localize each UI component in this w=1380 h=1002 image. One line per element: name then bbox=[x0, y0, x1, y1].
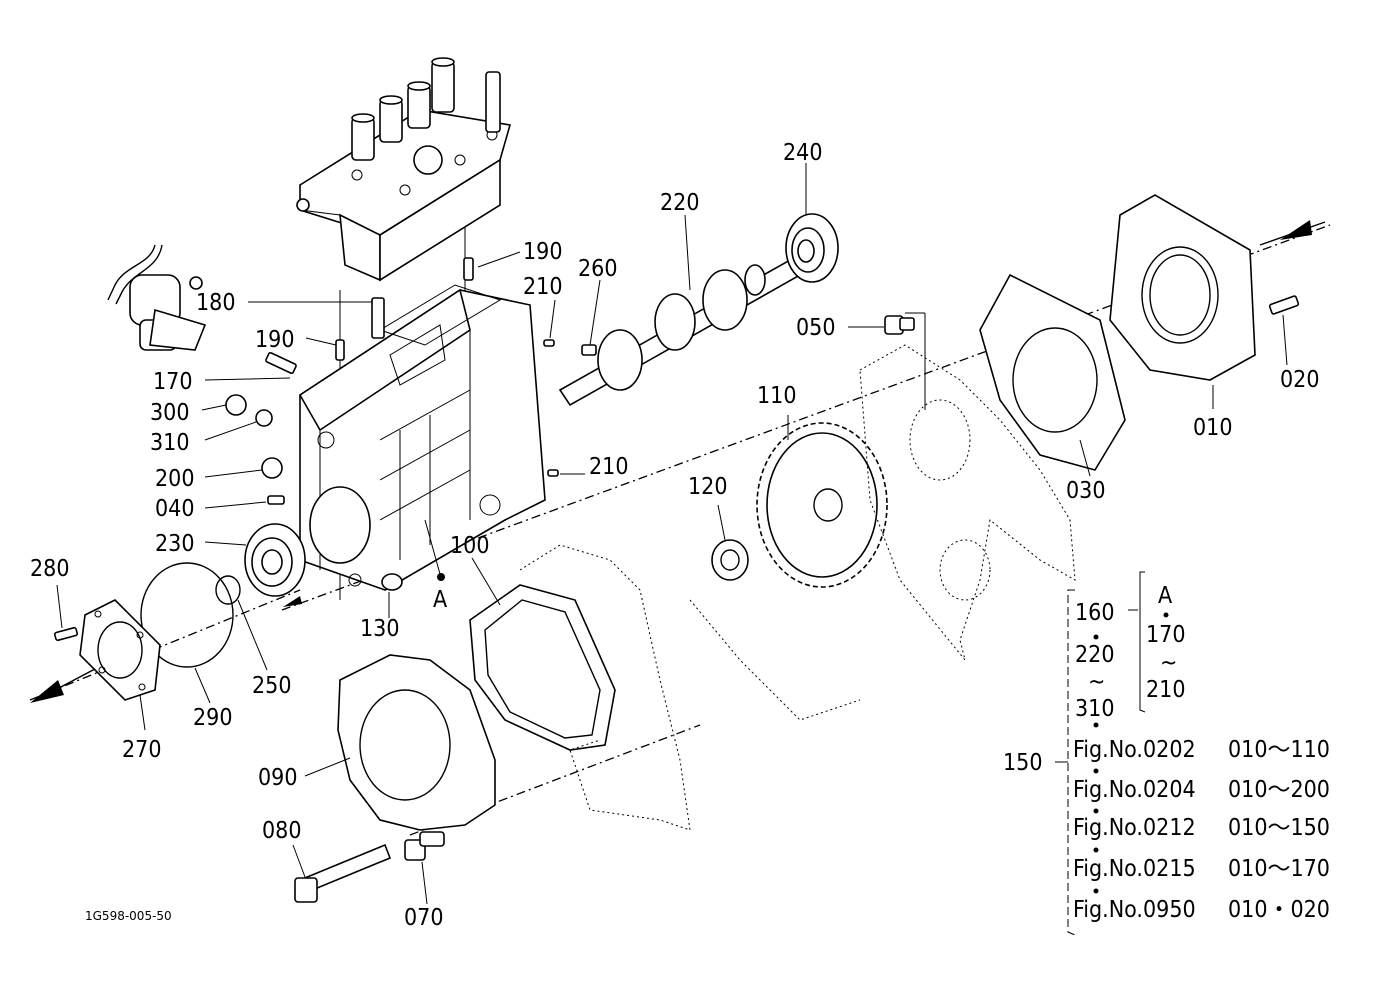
pin-190-b bbox=[335, 339, 345, 361]
legend-range-0204: 010～200 bbox=[1228, 777, 1330, 803]
legend-150: 150 bbox=[1003, 750, 1043, 776]
part-labels: 010 020 030 040 050 070 080 090 100 110 … bbox=[30, 140, 1320, 931]
svg-text:~: ~ bbox=[1160, 650, 1177, 676]
injection-pump bbox=[296, 57, 512, 282]
label-070: 070 bbox=[404, 905, 444, 931]
stud-bolt bbox=[371, 297, 385, 339]
label-220: 220 bbox=[660, 190, 700, 216]
label-030: 030 bbox=[1066, 478, 1106, 504]
feed-pump bbox=[107, 244, 207, 351]
injector-nozzles bbox=[351, 57, 455, 161]
plug-300 bbox=[225, 394, 247, 416]
cover-090 bbox=[337, 654, 496, 831]
gasket-030 bbox=[979, 273, 1126, 471]
label-190-lower: 190 bbox=[255, 327, 295, 353]
label-210-upper: 210 bbox=[523, 274, 563, 300]
label-250: 250 bbox=[252, 673, 292, 699]
legend-range-0202: 010～110 bbox=[1228, 737, 1330, 763]
arrow-small-icon bbox=[283, 596, 302, 607]
label-180: 180 bbox=[196, 290, 236, 316]
legend-a: A bbox=[1158, 583, 1172, 609]
label-080: 080 bbox=[262, 818, 302, 844]
label-210-lower: 210 bbox=[589, 454, 629, 480]
svg-text:~: ~ bbox=[1088, 669, 1105, 695]
label-290: 290 bbox=[193, 705, 233, 731]
legend-fig-0212: Fig.No.0212 bbox=[1073, 815, 1196, 841]
label-230: 230 bbox=[155, 531, 195, 557]
bolt-080 bbox=[294, 843, 392, 903]
label-310: 310 bbox=[150, 430, 190, 456]
legend-fig-0215: Fig.No.0215 bbox=[1073, 856, 1196, 882]
front-axis bbox=[29, 589, 301, 701]
pin-040 bbox=[267, 495, 285, 505]
reference-point-a bbox=[437, 573, 445, 581]
main-shaft-axis bbox=[281, 224, 1331, 611]
plug-200 bbox=[261, 457, 283, 479]
washer-310 bbox=[255, 409, 273, 427]
engine-plate-outline bbox=[859, 344, 1076, 661]
key-260 bbox=[581, 344, 597, 356]
label-020: 020 bbox=[1280, 367, 1320, 393]
legend-fig-0204: Fig.No.0204 bbox=[1073, 777, 1196, 803]
engine-block-outline-b bbox=[689, 599, 861, 721]
label-130: 130 bbox=[360, 616, 400, 642]
pump-bolt bbox=[485, 71, 501, 133]
label-200: 200 bbox=[155, 466, 195, 492]
label-050: 050 bbox=[796, 315, 836, 341]
legend-160: 160 bbox=[1075, 600, 1115, 626]
stud-020 bbox=[1268, 295, 1300, 315]
label-a: A bbox=[433, 587, 447, 613]
legend-fig-0950: Fig.No.0950 bbox=[1073, 897, 1196, 923]
pin-210-a bbox=[543, 339, 555, 347]
nut-120 bbox=[711, 539, 749, 581]
label-190-upper: 190 bbox=[523, 239, 563, 265]
screw-280 bbox=[53, 626, 79, 642]
legend-range-0212: 010～150 bbox=[1228, 815, 1330, 841]
legend-210: 210 bbox=[1146, 677, 1186, 703]
label-100: 100 bbox=[450, 533, 490, 559]
pin-210-b bbox=[547, 469, 559, 477]
stud-170 bbox=[265, 351, 297, 375]
label-260: 260 bbox=[578, 256, 618, 282]
label-240: 240 bbox=[783, 140, 823, 166]
legend-170: 170 bbox=[1146, 622, 1186, 648]
legend-range-0215: 010～170 bbox=[1228, 856, 1330, 882]
label-010: 010 bbox=[1193, 415, 1233, 441]
bearing-240 bbox=[785, 213, 839, 283]
legend-range-0950: 010・020 bbox=[1228, 897, 1330, 923]
gear-case-housing bbox=[298, 284, 546, 591]
nut-icon bbox=[296, 198, 310, 212]
label-270: 270 bbox=[122, 737, 162, 763]
leader-lines bbox=[56, 163, 1288, 905]
label-170: 170 bbox=[153, 369, 193, 395]
snap-ring-250 bbox=[215, 575, 241, 605]
seal-130 bbox=[381, 573, 403, 591]
legend-220: 220 bbox=[1075, 642, 1115, 668]
label-110: 110 bbox=[757, 383, 797, 409]
bearing-230 bbox=[244, 523, 306, 597]
label-040: 040 bbox=[155, 496, 195, 522]
gear-110 bbox=[756, 422, 888, 588]
label-090: 090 bbox=[258, 765, 298, 791]
label-300: 300 bbox=[150, 400, 190, 426]
bolt-050 bbox=[884, 315, 915, 335]
o-ring-290 bbox=[140, 562, 234, 668]
flange-010 bbox=[1109, 194, 1256, 381]
legend-310: 310 bbox=[1075, 696, 1115, 722]
gasket-100 bbox=[469, 584, 616, 751]
label-280: 280 bbox=[30, 556, 70, 582]
arrow-right-icon bbox=[1259, 220, 1326, 246]
pin-190 bbox=[463, 257, 474, 281]
camshaft-220 bbox=[558, 258, 802, 407]
bolt-070 bbox=[404, 831, 445, 861]
label-120: 120 bbox=[688, 474, 728, 500]
engine-block-outline bbox=[519, 544, 691, 831]
legend: 160 220 ~ 310 A 170 ~ 210 150 Fig.No.020… bbox=[1003, 571, 1330, 936]
figure-code: 1G598-005-50 bbox=[85, 909, 172, 923]
cover-plate-270 bbox=[79, 599, 161, 701]
legend-fig-0202: Fig.No.0202 bbox=[1073, 737, 1196, 763]
